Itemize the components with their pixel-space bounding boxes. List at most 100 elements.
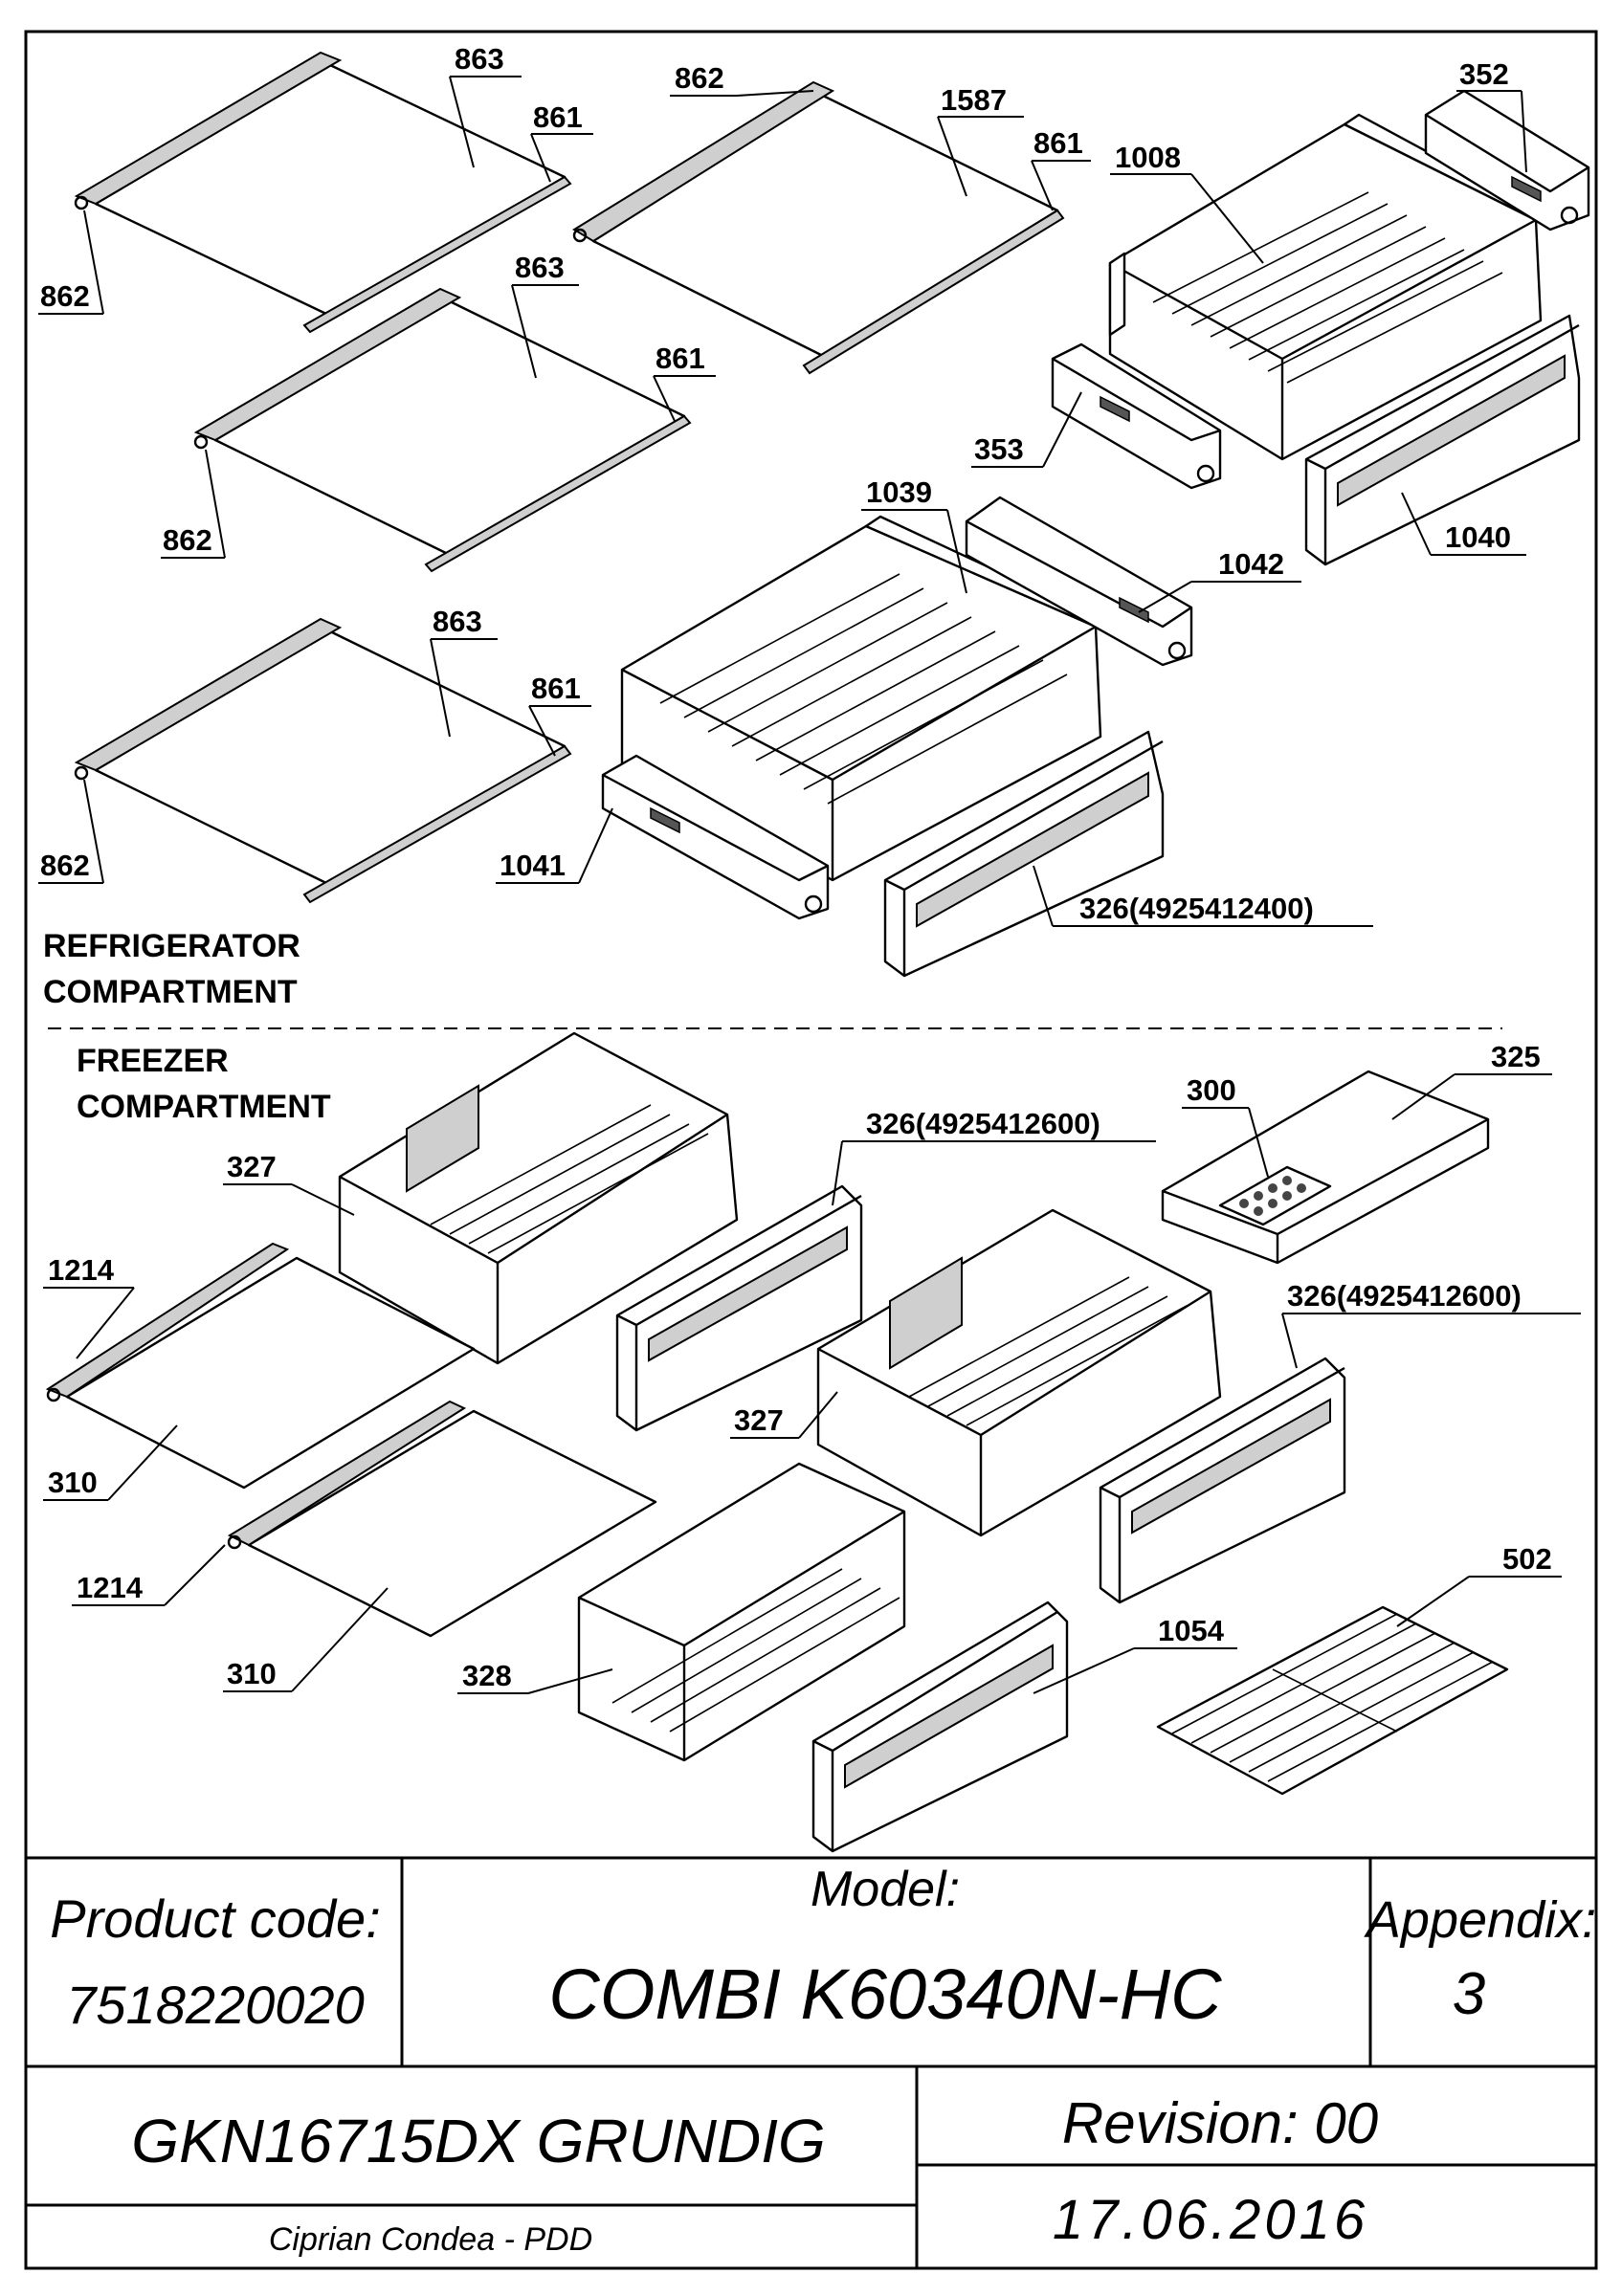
freezer-drawer-327-right <box>816 1208 1222 1537</box>
part-number: 352 <box>1459 57 1509 91</box>
label-862-d: 862 <box>38 779 104 884</box>
part-number: 863 <box>455 42 504 76</box>
label-353: 353 <box>971 391 1082 468</box>
label-861-b: 861 <box>1031 126 1091 211</box>
label-328: 328 <box>457 1659 613 1694</box>
drawing-date: 17.06.2016 <box>1053 2189 1368 2251</box>
model-name: COMBI K60340N-HC <box>548 1954 1222 2034</box>
label-1587: 1587 <box>937 83 1024 197</box>
label-1039: 1039 <box>861 475 967 594</box>
drawer-front-326-fridge <box>883 730 1165 978</box>
part-number: 300 <box>1187 1073 1236 1107</box>
label-326-fridge: 326(4925412400) <box>1033 865 1373 927</box>
appendix-label: Appendix: <box>1364 1891 1596 1949</box>
freezer-drawer-front-right <box>1099 1357 1346 1604</box>
glass-shelf-third-left <box>74 617 572 904</box>
label-1054: 1054 <box>1033 1614 1237 1694</box>
label-310-a: 310 <box>43 1424 178 1501</box>
label-863-c: 863 <box>430 605 498 738</box>
part-number: 1039 <box>866 475 932 509</box>
label-300: 300 <box>1182 1073 1269 1178</box>
part-number: 310 <box>48 1466 98 1499</box>
part-number: 326(4925412600) <box>866 1107 1100 1140</box>
product-name: GKN16715DX GRUNDIG <box>131 2107 826 2175</box>
freezer-glass-shelf-upper <box>45 1242 476 1490</box>
part-number: 862 <box>163 523 212 557</box>
part-number: 326(4925412400) <box>1079 892 1314 925</box>
label-862-c: 862 <box>161 449 226 559</box>
label-327-left: 327 <box>223 1150 355 1216</box>
part-number: 861 <box>531 672 581 705</box>
part-number: 862 <box>40 279 90 313</box>
drawing-frame <box>24 30 1598 2270</box>
freezer-label-line1: FREEZER <box>77 1043 229 1079</box>
label-1040: 1040 <box>1401 492 1526 556</box>
part-number: 863 <box>433 605 482 638</box>
appendix-number: 3 <box>1453 1961 1485 2027</box>
drawer-front-1054 <box>811 1601 1069 1853</box>
product-code: 7518220020 <box>66 1975 364 2035</box>
label-863-b: 863 <box>511 251 579 379</box>
label-1042: 1042 <box>1138 547 1301 613</box>
label-352: 352 <box>1456 57 1527 173</box>
part-number: 325 <box>1491 1040 1541 1073</box>
label-1041: 1041 <box>496 807 613 884</box>
glass-shelf-top-left <box>74 51 572 334</box>
label-326-freezer-b: 326(4925412600) <box>1281 1279 1581 1369</box>
label-502: 502 <box>1396 1542 1562 1627</box>
title-block: Product code: 7518220020 Model: COMBI K6… <box>26 1856 1596 2268</box>
label-325: 325 <box>1391 1040 1552 1120</box>
part-number: 861 <box>655 342 705 375</box>
label-1214-b: 1214 <box>72 1544 226 1606</box>
label-1214-a: 1214 <box>43 1253 135 1359</box>
part-number: 327 <box>734 1403 784 1437</box>
crisper-drawer-1039 <box>620 515 1102 882</box>
part-number: 1587 <box>941 83 1007 117</box>
label-862-b: 862 <box>670 61 814 97</box>
part-number: 863 <box>515 251 565 284</box>
part-number: 1214 <box>77 1571 144 1604</box>
label-327-right: 327 <box>730 1391 838 1439</box>
part-number: 1041 <box>500 849 566 882</box>
product-code-label: Product code: <box>50 1888 381 1949</box>
label-863-a: 863 <box>449 42 522 168</box>
part-number: 327 <box>227 1150 277 1183</box>
glass-shelf-second-left <box>193 287 692 573</box>
part-number: 353 <box>974 432 1024 466</box>
label-861-d: 861 <box>528 672 591 757</box>
rail-1041 <box>601 754 830 920</box>
rail-1042 <box>965 496 1193 667</box>
part-number: 1040 <box>1445 520 1511 554</box>
author: Ciprian Condea - PDD <box>269 2221 592 2258</box>
label-862-a: 862 <box>38 210 104 315</box>
refrigerator-label-line1: REFRIGERATOR <box>43 928 300 964</box>
label-861-a: 861 <box>530 100 593 183</box>
freezer-drawer-327-left <box>338 1031 739 1365</box>
refrigerator-label-line2: COMPARTMENT <box>43 974 298 1010</box>
part-number: 1214 <box>48 1253 115 1287</box>
model-label: Model: <box>811 1862 960 1917</box>
part-number: 1042 <box>1218 547 1284 581</box>
wire-shelf-502 <box>1156 1605 1509 1796</box>
freezer-label-line2: COMPARTMENT <box>77 1089 331 1125</box>
label-1008: 1008 <box>1110 141 1264 264</box>
part-number: 328 <box>462 1659 512 1692</box>
part-number: 326(4925412600) <box>1287 1279 1522 1313</box>
egg-tray-300 <box>1218 1165 1332 1226</box>
part-number: 502 <box>1502 1542 1552 1576</box>
wire-basket-328 <box>577 1462 906 1762</box>
label-861-c: 861 <box>653 342 716 422</box>
rail-353 <box>1051 342 1222 490</box>
label-310-b: 310 <box>223 1587 389 1692</box>
drawer-front-1040 <box>1304 314 1581 566</box>
part-number: 861 <box>533 100 583 134</box>
part-number: 861 <box>1033 126 1083 160</box>
part-number: 310 <box>227 1657 277 1690</box>
label-326-freezer-a: 326(4925412600) <box>832 1107 1156 1206</box>
glass-shelf-top-middle <box>572 80 1065 375</box>
part-number: 862 <box>675 61 724 95</box>
freezer-drawer-front-left <box>615 1184 863 1432</box>
part-number: 862 <box>40 849 90 882</box>
part-number: 1008 <box>1115 141 1181 174</box>
